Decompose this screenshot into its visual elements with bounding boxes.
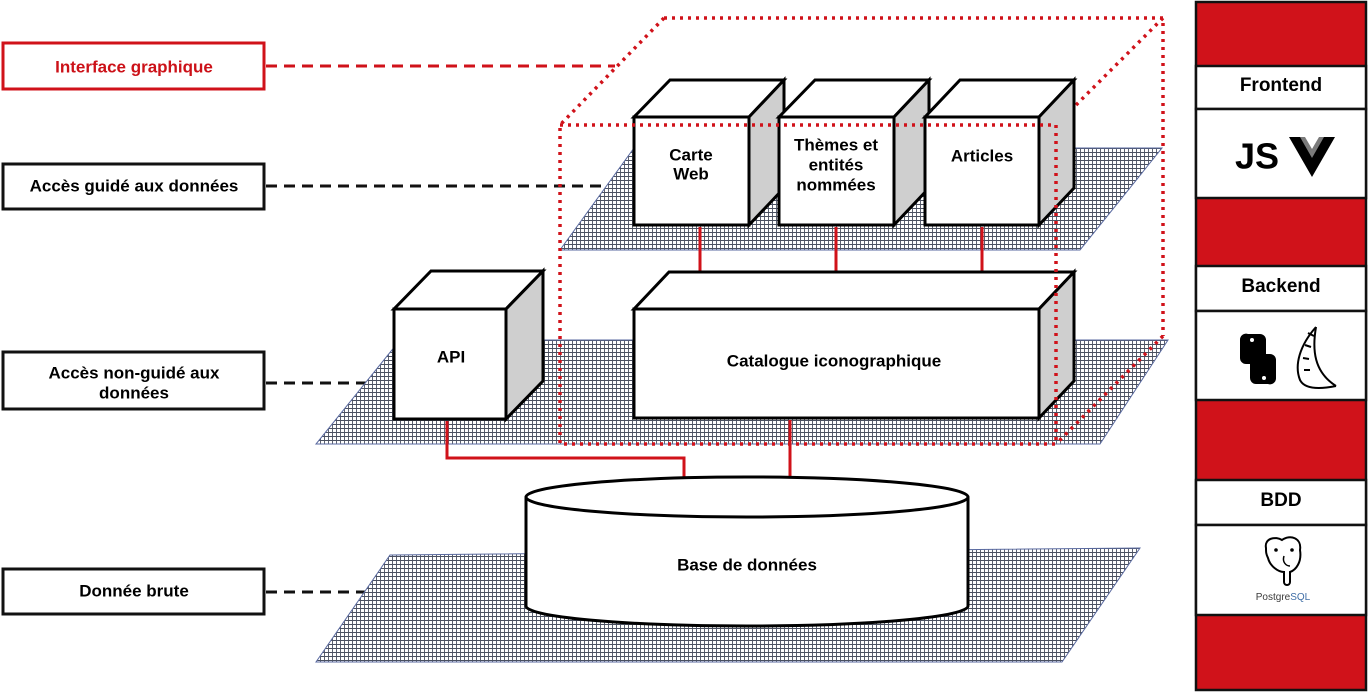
box-api-text: API: [437, 347, 465, 366]
layer-label-acces-non-guide-line2: données: [99, 383, 169, 402]
flask-icon: [1296, 326, 1337, 389]
javascript-icon-text: JS: [1235, 136, 1279, 177]
layer-label-interface-graphique: Interface graphique: [1, 41, 266, 91]
box-carte-web-line2: Web: [673, 164, 709, 183]
layer-label-acces-guide-text: Accès guidé aux données: [30, 176, 239, 195]
box-themes-line1: Thèmes et: [794, 135, 878, 154]
interface-dotted-cube-front: [558, 123, 1058, 446]
layer-label-acces-non-guide-line1: Accès non-guidé aux: [49, 363, 221, 382]
postgresql-icon: PostgreSQL: [1256, 536, 1311, 603]
layer-label-acces-guide: Accès guidé aux données: [1, 162, 266, 211]
stack-bdd-title: BDD: [1260, 490, 1301, 511]
layer-label-donnee-brute-text: Donnée brute: [79, 581, 189, 600]
database-cylinder: Base de données: [524, 475, 970, 628]
box-catalogue-text: Catalogue iconographique: [727, 351, 941, 370]
layer-label-interface-graphique-text: Interface graphique: [55, 57, 213, 76]
postgresql-logo-text-a: Postgre: [1256, 592, 1291, 603]
box-articles: Articles: [921, 76, 1078, 229]
database-label: Base de données: [677, 555, 817, 574]
box-articles-text: Articles: [951, 146, 1013, 165]
box-carte-web: Carte Web: [630, 76, 788, 229]
postgresql-logo-text: PostgreSQL: [1256, 592, 1311, 603]
python-icon: [1239, 333, 1277, 385]
javascript-icon: JS: [1235, 136, 1279, 177]
stack-frontend-title: Frontend: [1240, 75, 1322, 96]
vue-icon: [1289, 137, 1335, 177]
box-themes-line3: nommées: [796, 175, 875, 194]
box-catalogue: Catalogue iconographique: [630, 268, 1078, 422]
box-carte-web-line1: Carte: [669, 145, 712, 164]
box-themes-line2: entités: [809, 155, 864, 174]
stack-backend-title: Backend: [1241, 276, 1320, 297]
layer-label-acces-non-guide: Accès non-guidé aux données: [1, 350, 266, 411]
layer-label-donnee-brute: Donnée brute: [1, 567, 266, 616]
box-themes-entites: Thèmes et entités nommées: [775, 76, 933, 229]
postgresql-logo-text-b: SQL: [1290, 592, 1310, 603]
interface-dotted-cube-back: [558, 16, 1165, 446]
tech-stack-sidebar: Frontend JS Backend BDD: [1194, 0, 1368, 692]
box-api: API: [390, 267, 547, 423]
